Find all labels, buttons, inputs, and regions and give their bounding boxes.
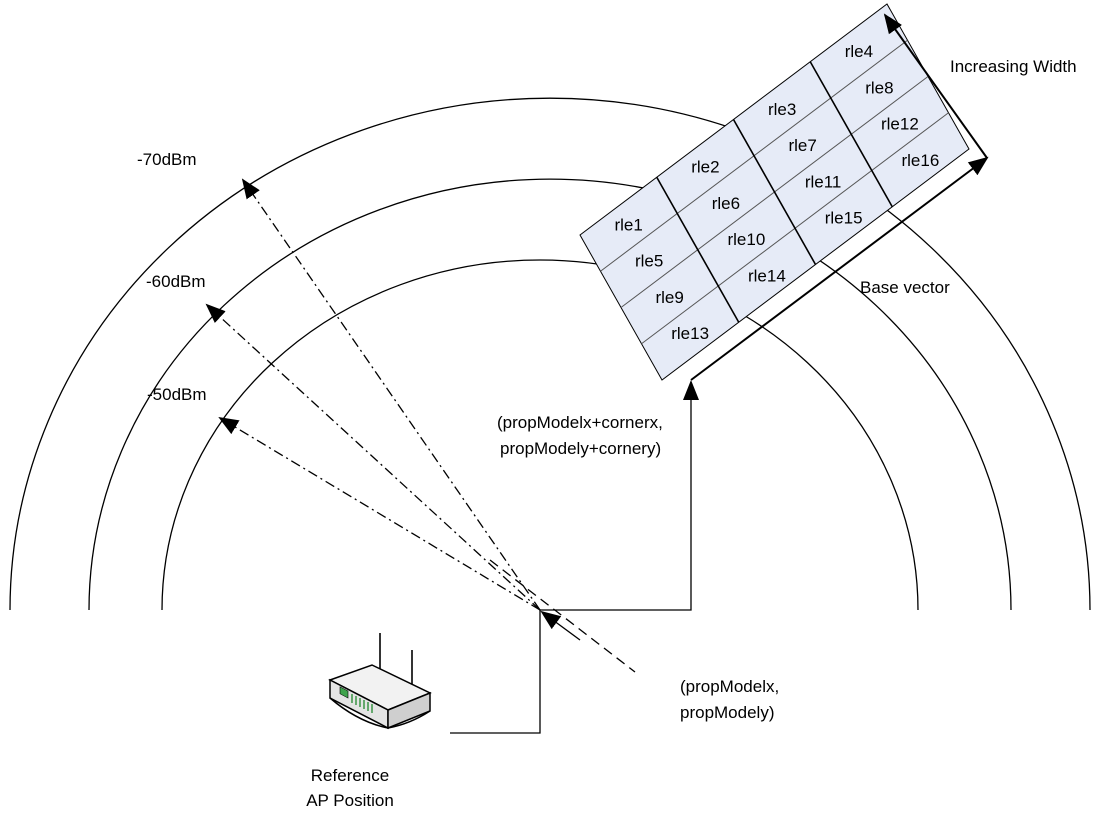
rle-cell-label: rle9 xyxy=(655,288,683,307)
rle-grid: rle1 rle2 rle3 rle4 rle5 rle6 rle7 rle8 rle9 rle1… xyxy=(579,3,970,381)
grid-column-line xyxy=(656,176,740,323)
model-label-line2: propModely) xyxy=(680,703,775,722)
ap-label-line2: AP Position xyxy=(306,791,394,810)
wireless-router-icon xyxy=(328,633,432,730)
radial-arrow-70 xyxy=(241,178,541,611)
rle-cell-label: rle10 xyxy=(727,230,765,249)
rle-cell-label: rle15 xyxy=(825,209,863,228)
rle-cell-label: rle4 xyxy=(845,42,873,61)
ring-label-70: -70dBm xyxy=(137,150,197,169)
rle-cell-label: rle14 xyxy=(748,266,786,285)
ring-label-50: -50dBm xyxy=(147,385,207,404)
rle-cell-label: rle7 xyxy=(788,136,816,155)
rle-cell-label: rle16 xyxy=(901,151,939,170)
rle-cell-label: rle13 xyxy=(671,324,709,343)
ring-50dbm xyxy=(161,259,919,611)
grid-column-line xyxy=(809,61,893,208)
model-to-corner-connector xyxy=(540,380,699,611)
rle-cell-label: rle2 xyxy=(691,158,719,177)
corner-label-line1: (propModelx+cornerx, xyxy=(497,413,663,432)
rle-cell-label: rle6 xyxy=(712,194,740,213)
increasing-width-arrow xyxy=(883,13,988,159)
radial-arrow-50 xyxy=(218,416,541,611)
ap-to-model-connector xyxy=(450,610,541,734)
rle-cell-label: rle1 xyxy=(614,215,642,234)
base-vector-arrow xyxy=(690,156,989,381)
rle-cell-label: rle8 xyxy=(865,78,893,97)
base-vector-label: Base vector xyxy=(860,278,950,297)
ap-label-line1: Reference xyxy=(311,766,389,785)
model-label-line1: (propModelx, xyxy=(680,677,779,696)
ring-60dbm xyxy=(88,178,1012,611)
rle-cell-label: rle11 xyxy=(805,172,842,191)
radial-arrow-60 xyxy=(205,303,541,611)
model-point-arrow xyxy=(540,610,581,641)
increasing-width-label: Increasing Width xyxy=(950,57,1077,76)
rle-cell-label: rle5 xyxy=(635,252,663,271)
direction-dashed-line xyxy=(489,559,636,673)
ring-70dbm xyxy=(9,97,1091,611)
corner-label-line2: propModely+cornery) xyxy=(500,439,661,458)
ring-label-60: -60dBm xyxy=(146,272,206,291)
grid-column-line xyxy=(732,119,817,265)
rle-cell-label: rle3 xyxy=(768,100,796,119)
rle-cell-label: rle12 xyxy=(881,115,919,134)
